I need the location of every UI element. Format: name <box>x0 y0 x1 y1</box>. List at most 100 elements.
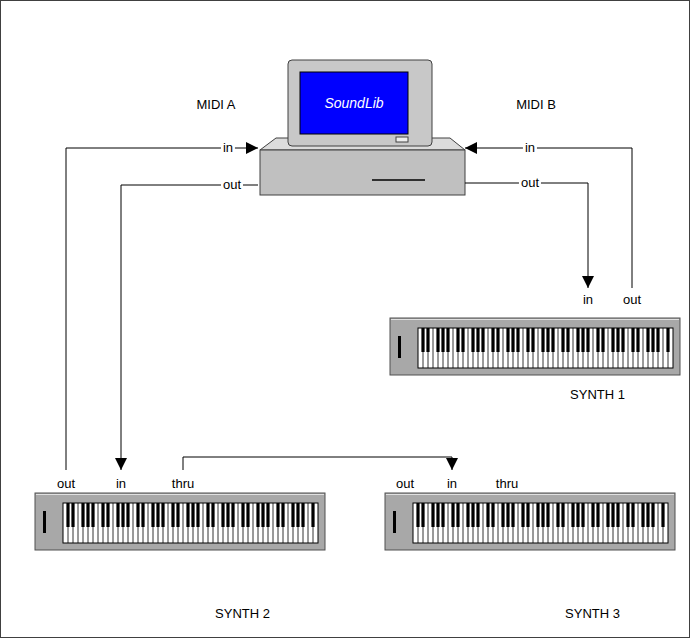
white-key-edge <box>168 503 169 543</box>
black-key <box>506 503 509 527</box>
white-key-edge <box>448 503 449 543</box>
monitor-case <box>288 60 432 146</box>
white-key-edge <box>433 328 434 368</box>
case-bevel <box>391 319 679 320</box>
black-key <box>521 503 524 527</box>
black-key <box>466 503 469 527</box>
black-key <box>421 328 424 352</box>
black-key <box>586 328 589 352</box>
black-key <box>151 503 154 527</box>
white-key-edge <box>148 503 149 543</box>
black-key <box>626 503 629 527</box>
screen-text: SoundLib <box>300 72 408 134</box>
black-key <box>516 328 519 352</box>
white-key-edge <box>593 328 594 368</box>
synth-case <box>385 493 675 550</box>
slider <box>398 336 401 358</box>
black-key <box>441 328 444 352</box>
white-key-edge <box>538 328 539 368</box>
port-name: thru <box>172 477 194 492</box>
black-key <box>186 503 189 527</box>
white-key-edge <box>113 503 114 543</box>
white-key-edge <box>253 503 254 543</box>
black-key <box>296 503 299 527</box>
black-key <box>616 328 619 352</box>
black-key <box>436 503 439 527</box>
black-key <box>596 503 599 527</box>
port-name: out <box>57 477 75 492</box>
white-key-edge <box>623 503 624 543</box>
white-key-edge <box>573 328 574 368</box>
black-key <box>616 503 619 527</box>
black-key <box>546 503 549 527</box>
black-key <box>436 328 439 352</box>
black-key <box>656 328 659 352</box>
black-key <box>171 503 174 527</box>
black-key <box>536 503 539 527</box>
white-key-edge <box>503 328 504 368</box>
slider <box>43 511 46 533</box>
black-key <box>276 503 279 527</box>
keyboard-drawing <box>390 318 680 375</box>
white-key-edge <box>568 503 569 543</box>
black-key <box>241 503 244 527</box>
white-key-edge <box>588 503 589 543</box>
midi-cable <box>66 148 258 470</box>
white-key-edge <box>273 503 274 543</box>
white-key-edge <box>608 328 609 368</box>
black-key <box>71 503 74 527</box>
black-key <box>556 503 559 527</box>
black-key <box>141 503 144 527</box>
black-key <box>531 328 534 352</box>
black-key <box>611 328 614 352</box>
black-key <box>506 328 509 352</box>
black-key <box>591 503 594 527</box>
computer-drawing <box>260 60 465 195</box>
port-name: in <box>583 293 593 308</box>
black-key <box>446 328 449 352</box>
black-key <box>596 328 599 352</box>
case-bevel <box>36 494 324 495</box>
port-name: out <box>623 293 641 308</box>
black-key <box>156 503 159 527</box>
black-key <box>576 328 579 352</box>
black-key <box>571 503 574 527</box>
black-key <box>426 328 429 352</box>
black-key <box>456 328 459 352</box>
white-key-edge <box>483 503 484 543</box>
black-key <box>486 503 489 527</box>
white-key-edge <box>133 503 134 543</box>
midi-cable <box>183 457 452 470</box>
white-key-edge <box>658 503 659 543</box>
black-key <box>461 328 464 352</box>
keyboard-drawing <box>385 493 675 550</box>
black-key <box>311 503 314 527</box>
white-key-edge <box>638 503 639 543</box>
port-name: in <box>447 477 457 492</box>
black-key <box>161 503 164 527</box>
black-key <box>191 503 194 527</box>
midi-cable <box>465 148 632 288</box>
white-key-edge <box>488 328 489 368</box>
white-key-edge <box>553 503 554 543</box>
white-key-edge <box>238 503 239 543</box>
black-key <box>456 503 459 527</box>
black-key <box>621 328 624 352</box>
black-key <box>266 503 269 527</box>
white-key-edge <box>523 328 524 368</box>
black-key <box>611 503 614 527</box>
black-key <box>471 328 474 352</box>
black-key <box>221 503 224 527</box>
white-key-edge <box>468 328 469 368</box>
black-key <box>471 503 474 527</box>
white-key-edge <box>558 328 559 368</box>
power-button <box>396 137 408 142</box>
white-key-edge <box>218 503 219 543</box>
black-key <box>416 503 419 527</box>
black-key <box>431 503 434 527</box>
cable-label: in <box>221 141 235 156</box>
cable-label: in <box>523 141 537 156</box>
black-key <box>281 503 284 527</box>
